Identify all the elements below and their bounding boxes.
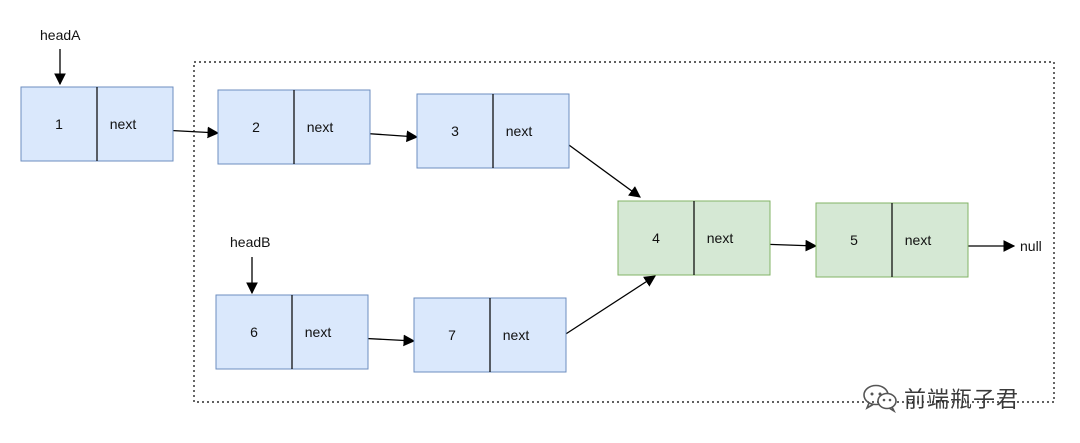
head-label: headA (40, 27, 81, 43)
node-value: 4 (652, 230, 660, 246)
list-node-7: 7 next (413, 297, 567, 373)
node-next-label: next (110, 116, 137, 132)
list-node-2: 2 next (217, 89, 371, 165)
node-next-label: next (506, 123, 533, 139)
watermark-label: 前端瓶子君 (904, 388, 1020, 413)
watermark: 前端瓶子君 (862, 381, 1019, 415)
node-next-label: next (503, 327, 530, 343)
node-value: 3 (451, 123, 459, 139)
node-next-label: next (305, 324, 332, 340)
node-value: 2 (252, 119, 260, 135)
null-label: null (1020, 238, 1042, 254)
node-next-label: next (707, 230, 734, 246)
edge-3-to-4 (557, 136, 641, 198)
node-value: 7 (448, 327, 456, 343)
node-value: 1 (55, 116, 63, 132)
edge-7-to-4 (554, 275, 656, 342)
shared-region-border (193, 61, 1055, 403)
list-node-1: 1 next (20, 86, 174, 162)
node-value: 5 (850, 232, 858, 248)
head-label: headB (230, 234, 270, 250)
wechat-icon (863, 384, 897, 413)
node-value: 6 (250, 324, 258, 340)
node-next-label: next (905, 232, 932, 248)
head-pointer-headB: headB (230, 234, 270, 295)
node-next-label: next (307, 119, 334, 135)
list-node-3: 3 next (416, 93, 570, 169)
head-pointer-headA: headA (40, 27, 81, 86)
list-node-6: 6 next (215, 294, 369, 370)
list-node-4: 4 next (617, 200, 771, 276)
list-node-5: 5 next (815, 202, 969, 278)
